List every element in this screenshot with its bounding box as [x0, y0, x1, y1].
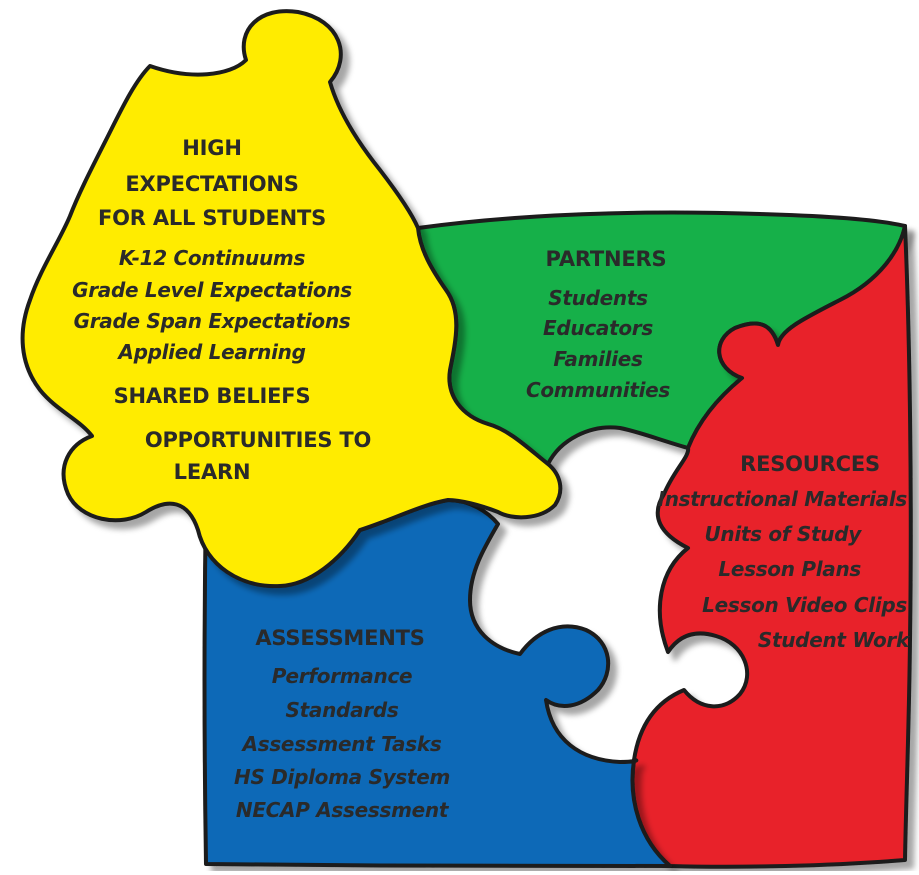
partners-families-item: Families: [553, 347, 643, 371]
resources-heading: RESOURCES: [740, 452, 880, 476]
assessments-heading: ASSESSMENTS: [255, 626, 425, 650]
shared-beliefs-heading: SHARED BELIEFS: [113, 384, 311, 408]
opportunities-to-heading: OPPORTUNITIES TO: [144, 428, 372, 452]
for-all-students-heading: FOR ALL STUDENTS: [97, 206, 327, 230]
partners-heading: PARTNERS: [545, 247, 667, 271]
high-expectations-piece: [20, 9, 563, 589]
resources-piece: [630, 224, 913, 869]
applied-learning-item: Applied Learning: [118, 340, 306, 364]
standards-item: Standards: [285, 698, 399, 722]
partners-communities-item: Communities: [525, 378, 671, 402]
grade-level-expectations-item: Grade Level Expectations: [72, 278, 352, 302]
student-work-item: Student Work: [757, 628, 909, 652]
hs-diploma-system-item: HS Diploma System: [234, 765, 450, 789]
necap-assessment-item: NECAP Assessment: [235, 798, 449, 822]
units-of-study-item: Units of Study: [704, 522, 861, 546]
lesson-video-clips-item: Lesson Video Clips: [702, 593, 907, 617]
grade-span-expectations-item: Grade Span Expectations: [73, 309, 351, 333]
instructional-materials-item: Instructional Materials: [657, 487, 908, 511]
assessment-tasks-item: Assessment Tasks: [242, 732, 442, 756]
expectations-heading: EXPECTATIONS: [125, 172, 299, 196]
partners-educators-item: Educators: [543, 316, 653, 340]
partners-students-item: Students: [548, 286, 648, 310]
learn-heading: LEARN: [173, 460, 251, 484]
k12-continuums-item: K-12 Continuums: [118, 246, 306, 270]
high-heading: HIGH: [182, 136, 242, 160]
performance-item: Performance: [271, 664, 413, 688]
lesson-plans-item: Lesson Plans: [718, 557, 861, 581]
